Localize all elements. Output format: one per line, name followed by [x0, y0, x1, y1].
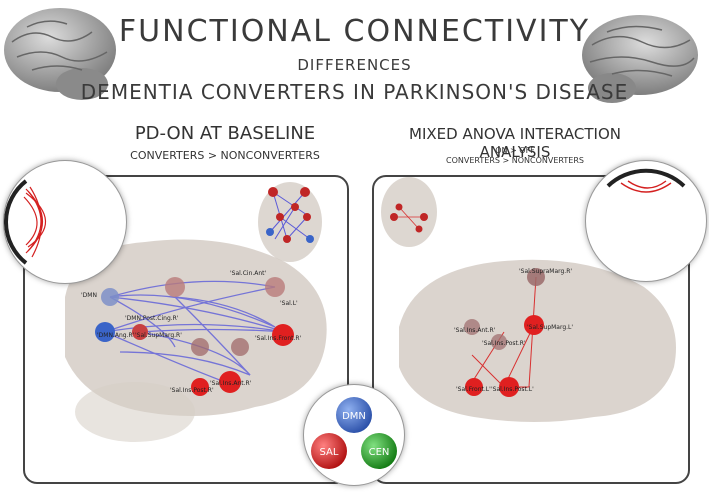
coronal-nodes [390, 203, 428, 233]
figure-subtitle: DIFFERENCES [297, 56, 412, 74]
figure-title: FUNCTIONAL CONNECTIVITY [118, 14, 591, 49]
right-panel-subtitle-2: CONVERTERS > NONCONVERTERS [446, 156, 584, 165]
label-dmn: 'DMN [81, 292, 97, 299]
left-panel-subtitle: CONVERTERS > NONCONVERTERS [130, 149, 320, 162]
node-sal-l [265, 277, 285, 297]
sal-legend-label: SAL [320, 447, 339, 458]
axial-brain [258, 182, 322, 262]
left-brain-diagram: 'DMN 'Sal.Cin.Ant' 'DMN.Post.Cing.R' 'Sa… [65, 182, 327, 442]
node-ins-ant [464, 319, 480, 335]
label-ins-post-r: 'Sal.Ins.Post.R' [482, 340, 526, 347]
node-supramarg [527, 268, 545, 286]
cerebellum [75, 382, 195, 442]
node-front-l [465, 378, 483, 396]
left-connectogram [3, 160, 127, 284]
node-dmn [101, 288, 119, 306]
label-ins-ant: 'Sal.Ins.Ant.R' [454, 327, 496, 334]
axial-nodes [266, 187, 314, 243]
label-sal-cin: 'Sal.Cin.Ant' [230, 270, 267, 277]
label-dmn-post: 'DMN.Post.Cing.R' [125, 315, 179, 322]
cen-legend-dot [361, 433, 397, 469]
label-front-l: 'Sal.Front.L' [456, 386, 491, 393]
node-sal-ant [219, 371, 241, 393]
dmn-legend-label: DMN [342, 411, 366, 422]
node-sal-supmarg [132, 324, 148, 340]
right-panel-title: MIXED ANOVA INTERACTION ANALYSIS [409, 125, 621, 161]
brain-sagittal [65, 239, 327, 416]
brain-right-image [582, 15, 698, 103]
right-panel-subtitle: ON > OFF [495, 146, 535, 155]
brain-left-image [4, 8, 116, 100]
node-ins-post-l [499, 377, 519, 397]
label-dmn-ang: 'DMN.Ang.R' [97, 332, 135, 339]
label-sal-post: 'Sal.Ins.Post.R' [170, 387, 214, 394]
node-sal-front [272, 324, 294, 346]
label-supmarg-l: 'Sal.SupMarg.L' [527, 324, 573, 331]
axial-edges [269, 191, 311, 240]
label-supramarg: 'Sal.SupraMarg.R' [519, 268, 572, 275]
sal-legend-dot [311, 433, 347, 469]
label-sal-front: 'Sal.Ins.Front.R' [255, 335, 302, 342]
node-ins-post-r [491, 334, 507, 350]
label-sal-ant: 'Sal.Ins.Ant.R' [210, 380, 252, 387]
node-mid-2 [231, 338, 249, 356]
coronal-brain [381, 177, 437, 247]
label-ins-post-l: 'Sal.Ins.Post.L' [491, 386, 534, 393]
node-supmarg-l [524, 315, 544, 335]
figure-subtitle-2: DEMENTIA CONVERTERS IN PARKINSON'S DISEA… [80, 80, 629, 104]
node-sal-post [191, 378, 209, 396]
node-dmn-ang [95, 322, 115, 342]
right-connectogram [585, 160, 707, 282]
label-sal-l: 'Sal.L' [280, 300, 298, 307]
dmn-legend-dot [336, 397, 372, 433]
node-sal-cin [165, 277, 185, 297]
right-brain-diagram: 'Sal.SupraMarg.R' 'Sal.Ins.Ant.R' 'Sal.I… [381, 177, 676, 422]
connectivity-edges [104, 280, 286, 383]
cen-legend-label: CEN [369, 447, 390, 458]
left-panel-title: PD-ON AT BASELINE [134, 123, 316, 144]
node-mid [191, 338, 209, 356]
network-legend: DMN SAL CEN [303, 384, 405, 486]
label-sal-supmarg: 'Sal.SupMarg.R' [135, 332, 182, 339]
coronal-edges [394, 206, 424, 230]
